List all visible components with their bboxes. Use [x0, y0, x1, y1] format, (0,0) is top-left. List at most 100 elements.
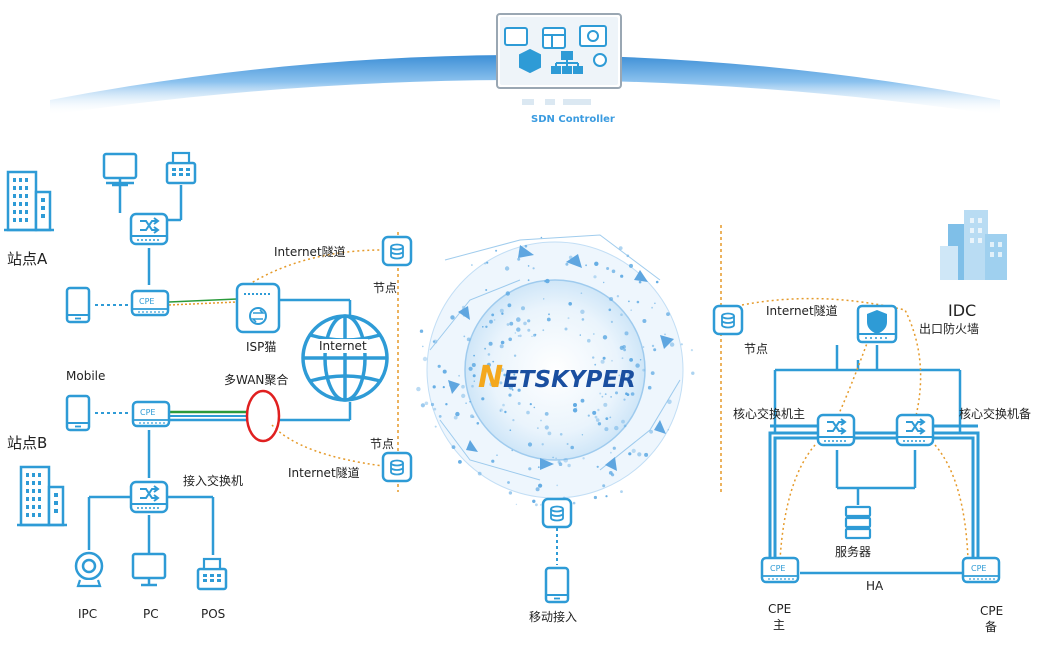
globe-dot — [515, 503, 518, 506]
globe-dot — [432, 340, 435, 343]
controller-icons — [504, 25, 607, 74]
globe-dot — [472, 415, 475, 419]
globe-dot — [453, 415, 458, 420]
globe-dot — [614, 425, 619, 431]
globe-dot — [445, 403, 448, 406]
globe-dot — [529, 403, 532, 406]
globe-dot — [473, 380, 475, 382]
node-label-1: 节点 — [373, 281, 398, 295]
globe-dot — [492, 360, 495, 363]
globe-dot — [594, 415, 598, 419]
switch-site-a-icon — [129, 212, 169, 246]
globe-dot — [542, 329, 545, 332]
globe-dot — [514, 332, 516, 334]
cpe-backup-sub-label: 备 — [985, 620, 998, 634]
globe-dot — [609, 416, 612, 419]
phone-mobile-access-icon — [544, 566, 570, 604]
globe — [416, 234, 695, 507]
internet-tunnel-label-2: Internet隧道 — [288, 466, 360, 480]
globe-dot — [438, 415, 442, 418]
globe-dot — [623, 348, 626, 352]
globe-dot — [470, 414, 474, 419]
globe-dot — [430, 402, 435, 407]
site-b-label: 站点B — [7, 434, 48, 452]
globe-dot — [442, 369, 447, 374]
globe-dot — [563, 458, 568, 463]
globe-dot — [580, 398, 585, 403]
globe-dot — [623, 424, 627, 428]
globe-dot — [592, 333, 595, 335]
site-a-label: 站点A — [7, 250, 48, 268]
access-switch-label: 接入交换机 — [183, 474, 244, 488]
globe-dot — [523, 321, 527, 326]
core-switch-main-label: 核心交换机主 — [733, 407, 806, 421]
globe-dot — [491, 313, 495, 317]
cpe-backup-badge: CPE — [971, 564, 987, 573]
globe-dot — [667, 399, 672, 405]
server-label: 服务器 — [835, 545, 872, 559]
globe-dot — [473, 354, 475, 357]
monitor-top-icon — [102, 152, 138, 187]
globe-dot — [519, 334, 522, 338]
globe-dot — [629, 263, 633, 268]
globe-dot — [499, 381, 503, 385]
globe-dot — [471, 264, 473, 266]
globe-dot — [597, 422, 602, 426]
pos-bottom-icon — [196, 557, 228, 591]
globe-dot — [546, 317, 551, 322]
globe-dot — [482, 326, 484, 328]
globe-dot — [544, 425, 549, 430]
globe-dot — [595, 418, 600, 422]
globe-dot — [488, 374, 492, 378]
globe-dot — [493, 385, 496, 388]
globe-dot — [451, 445, 456, 449]
globe-dot — [552, 456, 554, 459]
globe-dot — [507, 481, 510, 484]
globe-dot — [471, 363, 476, 367]
globe-dot — [638, 280, 642, 284]
globe-dot — [623, 376, 628, 381]
logo-text: ETSKYPER — [503, 367, 636, 393]
globe-dot — [463, 335, 466, 338]
globe-dot — [507, 303, 512, 308]
pc-label: PC — [143, 607, 159, 621]
globe-dot — [499, 367, 504, 372]
globe-dot — [594, 363, 597, 366]
globe-dot — [416, 386, 421, 392]
globe-dot — [596, 465, 599, 468]
node-label-2: 节点 — [370, 437, 395, 451]
globe-dot — [627, 378, 630, 380]
globe-dot — [491, 459, 495, 463]
globe-dot — [484, 262, 487, 265]
globe-dot — [508, 393, 512, 397]
globe-dot — [540, 419, 542, 422]
globe-dot — [493, 319, 496, 321]
globe-dot — [691, 371, 695, 375]
globe-dot — [642, 346, 645, 348]
globe-dot — [608, 376, 612, 381]
globe-dot — [572, 408, 578, 413]
globe-dot — [601, 395, 604, 398]
globe-dot — [666, 312, 670, 316]
globe-dot — [572, 501, 576, 505]
globe-dot — [555, 457, 557, 460]
globe-dot — [647, 385, 652, 390]
cpe-b-badge: CPE — [140, 408, 156, 417]
globe-dot — [649, 429, 653, 434]
globe-dot — [558, 462, 563, 467]
isp-modem-icon — [235, 282, 281, 334]
globe-dot — [458, 374, 460, 377]
globe-dot — [610, 396, 612, 398]
globe-dot — [433, 407, 437, 411]
globe-dot — [680, 343, 683, 346]
globe-dot — [503, 373, 507, 377]
globe-dot — [533, 406, 536, 409]
globe-dot — [620, 490, 623, 493]
globe-dot — [485, 325, 488, 328]
globe-dot — [616, 295, 620, 298]
node-label-3: 节点 — [744, 342, 769, 356]
node-right-icon — [712, 304, 744, 336]
cpe-a-badge: CPE — [139, 297, 155, 306]
globe-dot — [610, 320, 614, 323]
globe-dot — [513, 373, 516, 376]
